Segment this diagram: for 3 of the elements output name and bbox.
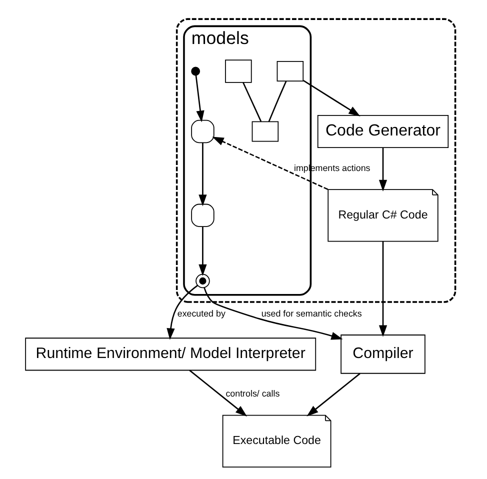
edge-label: controls/ calls: [225, 388, 280, 399]
edge-label: executed by: [176, 308, 225, 318]
edge-label: used for semantic checks: [260, 308, 362, 318]
